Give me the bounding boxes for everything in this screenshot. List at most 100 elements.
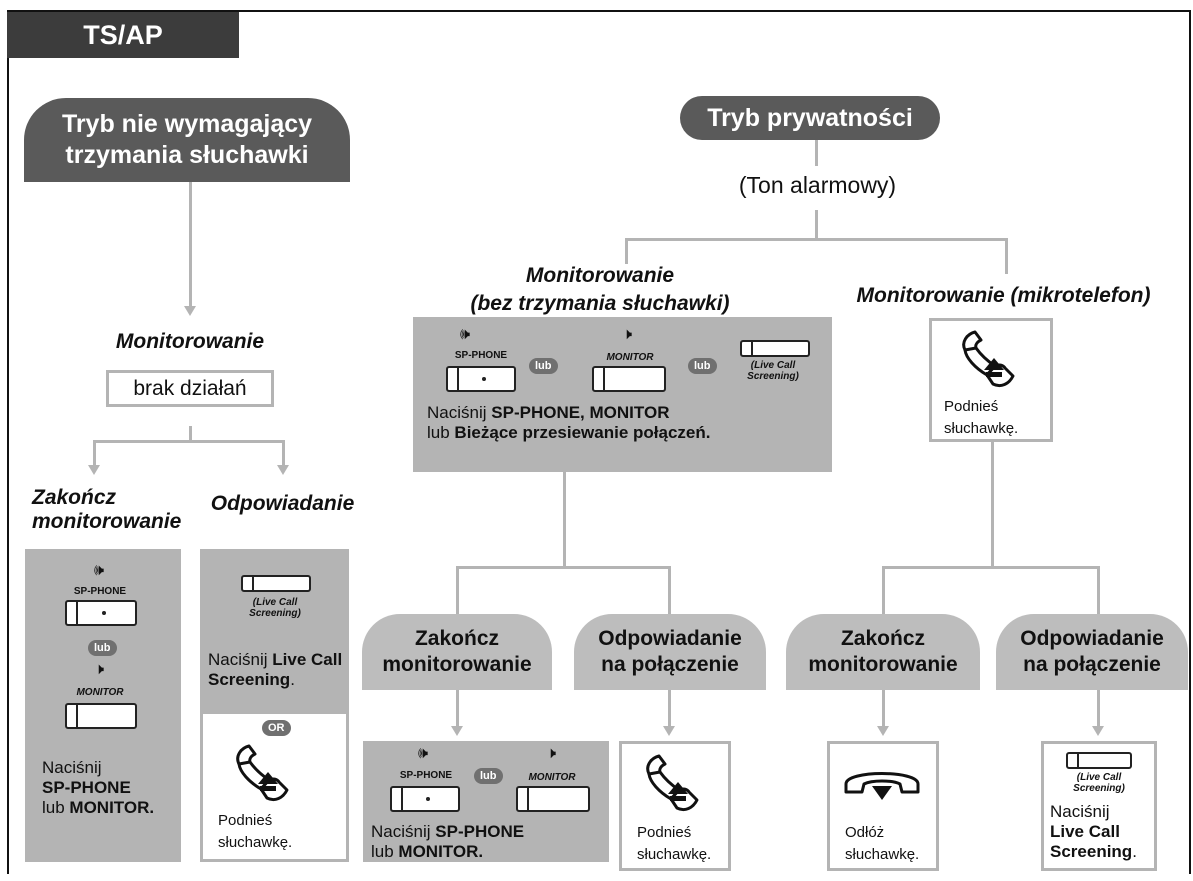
instr-text: Naciśnij (427, 403, 487, 422)
monitor-button[interactable] (65, 703, 137, 729)
live-call-screening-label: (Live Call Screening) (230, 597, 320, 619)
pill-l2: monitorowanie (808, 653, 958, 676)
monitor-button[interactable] (592, 366, 666, 392)
sp-phone-speaker-icon: 🕪 (94, 562, 105, 579)
instr-bold: Live Call (1050, 822, 1120, 841)
instr-text: Naciśnij (208, 650, 268, 669)
left-end-monitoring-text: Zakończ monitorowanie (32, 486, 182, 533)
pickup-l1: Podnieś (218, 812, 273, 829)
center-pickup-box (619, 741, 731, 871)
center-pickup-text: Podnieś słuchawkę. (637, 822, 729, 866)
privacy-mode-pill: Tryb prywatności (680, 96, 940, 140)
live-call-l1: (Live Call (750, 360, 796, 371)
pickup-l2: słuchawkę. (637, 846, 712, 863)
pill-l1: Odpowiadanie (598, 627, 742, 650)
instr-text: Naciśnij (1050, 802, 1110, 821)
live-call-l2: Screening) (1073, 783, 1125, 794)
instr-text: lub (427, 423, 450, 442)
pickup-arrow-icon (984, 358, 1004, 377)
center-label-l1: Monitorowanie (525, 264, 675, 287)
live-call-screening-label: (Live Call Screening) (728, 360, 818, 382)
center-end-monitoring-pill: Zakończ monitorowanie (362, 614, 552, 690)
sp-phone-speaker-icon: 🕪 (418, 745, 429, 762)
pill-l2: na połączenie (601, 653, 739, 676)
right-pickup-text: Podnieś słuchawkę. (944, 396, 1044, 440)
diagram-frame (7, 10, 1191, 874)
right-hangup-text: Odłóż słuchawkę. (845, 822, 937, 866)
monitor-button[interactable] (516, 786, 590, 812)
center-answer-pill: Odpowiadanie na połączenie (574, 614, 766, 690)
center-label-l2: (bez trzymania słuchawki) (470, 292, 730, 315)
live-call-screening-button[interactable] (1066, 752, 1132, 769)
instr-text: Naciśnij (371, 822, 431, 841)
monitor-speaker-icon: 🕨 (546, 745, 557, 762)
center-monitoring-label: Monitorowanie (bez trzymania słuchawki) (430, 262, 770, 318)
lub-badge: lub (474, 768, 503, 784)
pickup-l2: słuchawkę. (944, 420, 1019, 437)
pickup-arrow-icon (668, 782, 688, 801)
instr-text: . (290, 670, 295, 689)
right-monitoring-label: Monitorowanie (mikrotelefon) (856, 284, 1151, 307)
monitor-label-text: MONITOR (76, 687, 124, 698)
sp-phone-button[interactable] (390, 786, 460, 812)
right-hangup-box (827, 741, 939, 871)
hands-free-mode-label: Tryb nie wymagający trzymania słuchawki (61, 110, 313, 169)
sp-phone-button[interactable] (65, 600, 137, 626)
pickup-l2: słuchawkę. (218, 834, 293, 851)
sp-phone-button[interactable] (446, 366, 516, 392)
instr-bold: SP-PHONE (435, 822, 525, 841)
left-answer-instruction: Naciśnij Live Call Screening. (208, 650, 348, 690)
hangup-l1: Odłóż (845, 824, 885, 841)
live-call-l1: (Live Call (1076, 772, 1122, 783)
sp-phone-label: SP-PHONE (399, 770, 453, 781)
pill-l2: monitorowanie (382, 653, 532, 676)
live-call-screening-label: (Live Call Screening) (1054, 772, 1144, 794)
no-action-box: brak działań (106, 370, 274, 407)
pickup-l1: Podnieś (637, 824, 692, 841)
pill-l2: na połączenie (1023, 653, 1161, 676)
left-end-monitoring-label: Zakończ monitorowanie (32, 486, 202, 534)
no-action-text: brak działań (133, 377, 247, 400)
live-call-l2: Screening) (747, 371, 799, 382)
right-answer-instruction: Naciśnij Live Call Screening. (1050, 802, 1154, 862)
instr-bold: SP-PHONE (42, 778, 131, 797)
pickup-l1: Podnieś (944, 398, 999, 415)
instr-text: . (1132, 842, 1137, 861)
instr-bold: MONITOR. (398, 842, 484, 861)
live-call-screening-button[interactable] (241, 575, 311, 592)
monitor-label-text: MONITOR (528, 772, 576, 783)
privacy-mode-label: Tryb prywatności (707, 103, 913, 132)
sp-phone-label: SP-PHONE (454, 350, 508, 361)
live-call-l1: (Live Call (252, 597, 298, 608)
left-monitoring-label: Monitorowanie (115, 330, 265, 353)
monitor-label: MONITOR (590, 352, 670, 363)
lub-badge: lub (88, 640, 117, 656)
right-end-monitoring-pill: Zakończ monitorowanie (786, 614, 980, 690)
monitor-speaker-icon: 🕨 (622, 326, 633, 343)
pill-l1: Zakończ (414, 627, 500, 650)
monitor-label: MONITOR (512, 772, 592, 783)
left-answer-label: Odpowiadanie (210, 492, 355, 515)
live-call-screening-button[interactable] (740, 340, 810, 357)
lub-badge: lub (688, 358, 717, 374)
instr-bold: Live Call Screening (208, 650, 343, 689)
alarm-tone-label: (Ton alarmowy) (738, 172, 897, 198)
sp-phone-speaker-icon: 🕪 (460, 326, 471, 343)
left-end-instruction: Naciśnij SP-PHONE lub MONITOR. (42, 758, 177, 818)
monitor-label-text: MONITOR (606, 352, 654, 363)
hands-free-mode-pill: Tryb nie wymagający trzymania słuchawki (24, 98, 350, 182)
left-pickup-text: Podnieś słuchawkę. (218, 810, 338, 854)
sp-phone-label: SP-PHONE (73, 586, 127, 597)
or-badge: OR (262, 720, 291, 736)
instr-bold: Screening (1050, 842, 1133, 861)
center-end-instruction: Naciśnij SP-PHONE lub MONITOR. (371, 822, 606, 862)
pickup-arrow-icon (258, 772, 278, 791)
monitor-label: MONITOR (60, 687, 140, 698)
live-call-l2: Screening) (249, 608, 301, 619)
ts-ap-tab: TS/AP (7, 12, 239, 58)
hangup-l2: słuchawkę. (845, 846, 920, 863)
instr-text: lub (371, 842, 394, 861)
instr-text: Naciśnij (42, 758, 102, 777)
instr-bold: MONITOR. (69, 798, 155, 817)
pill-l1: Zakończ (840, 627, 926, 650)
